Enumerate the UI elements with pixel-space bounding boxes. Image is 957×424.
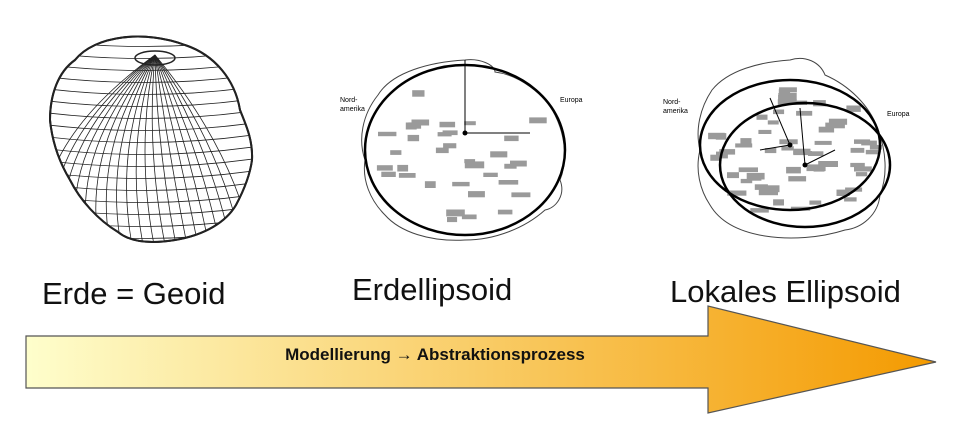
label-europa-local: Europa (887, 111, 910, 118)
caption-earth-ellipsoid: Erdellipsoid (352, 272, 513, 307)
local-ellipsoid-illustration: Nord- amerika Europa (663, 57, 910, 239)
earth-ellipsoid-illustration: Nord- amerika Europa (340, 59, 583, 241)
label-europa: Europa (560, 97, 583, 104)
label-nordamerika-line1: Nord- (340, 97, 358, 104)
process-arrow (25, 305, 937, 414)
label-nordamerika-line1-local: Nord- (663, 99, 681, 106)
caption-local-ellipsoid: Lokales Ellipsoid (670, 274, 901, 309)
caption-geoid: Erde = Geoid (42, 276, 226, 311)
label-nordamerika-line2: amerika (340, 106, 365, 113)
geoid-illustration (48, 35, 254, 243)
label-nordamerika-line2-local: amerika (663, 108, 688, 115)
arrow-label: Modellierung → Abstraktionsprozess (285, 345, 585, 364)
